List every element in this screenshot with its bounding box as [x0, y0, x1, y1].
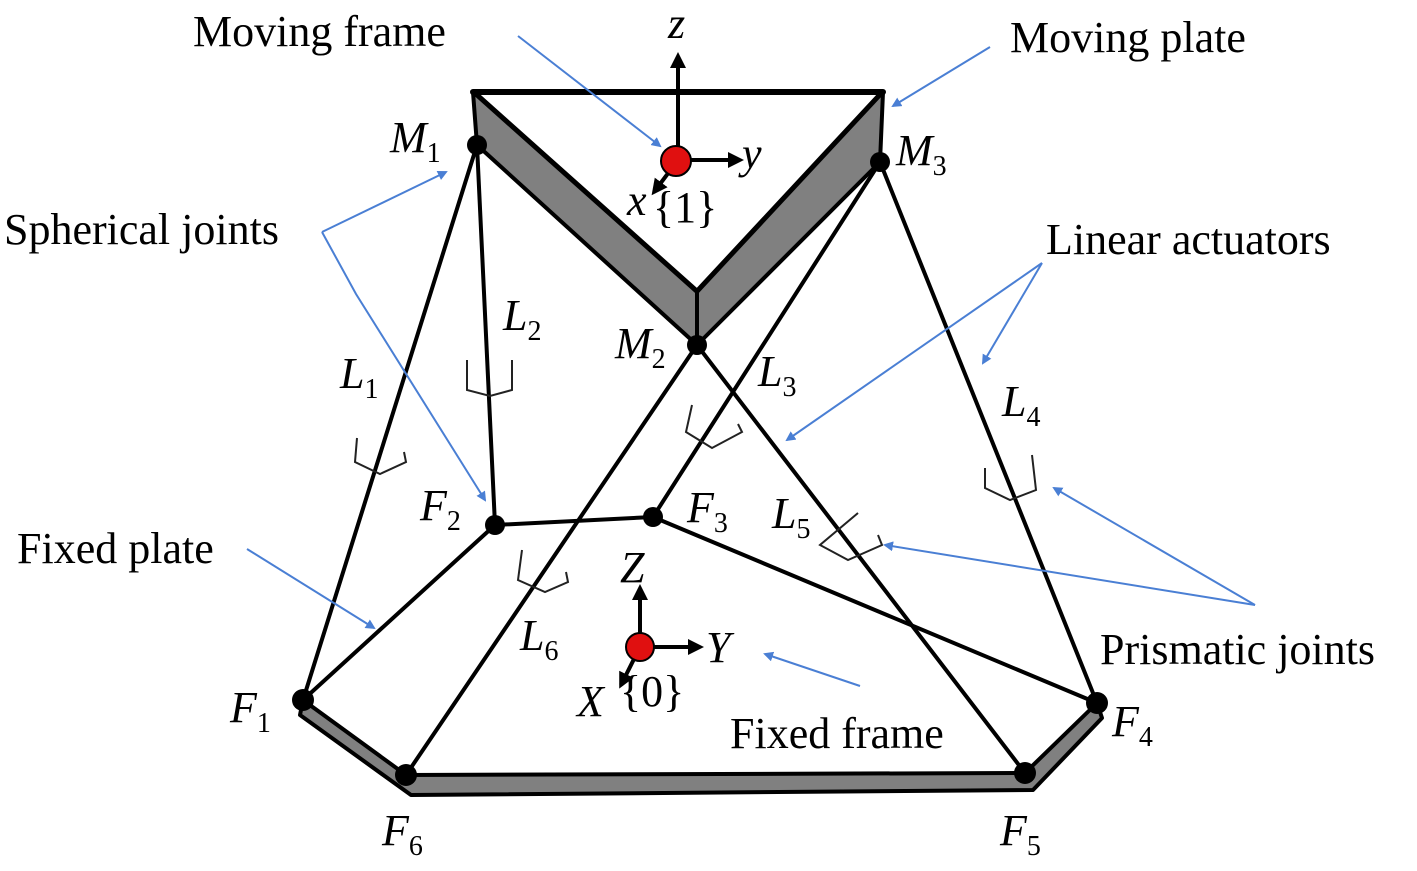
- base-edge-f2-f3: [493, 515, 655, 527]
- label-f2: F2: [419, 481, 461, 537]
- leg-l6: [404, 343, 699, 777]
- arrow-prismatic-l5: [883, 541, 1256, 606]
- arrow-prismatic-l4: [1052, 486, 1256, 606]
- base-edge-f3-f4: [651, 515, 1099, 705]
- leg-l5: [695, 343, 1027, 775]
- joint-f5: [1014, 762, 1036, 784]
- label-f6: F6: [381, 806, 423, 862]
- label-moving-frame: Moving frame: [193, 7, 446, 56]
- arrow-fixed-plate: [246, 548, 376, 630]
- label-m3: M3: [895, 126, 947, 182]
- fixed-axis-y-label: Y: [706, 623, 735, 672]
- label-l6: L6: [519, 611, 558, 667]
- prismatic-mark-l2: [466, 360, 513, 398]
- label-l1: L1: [339, 349, 378, 405]
- fixed-axis-x-label: X: [575, 677, 606, 726]
- arrow-linear-l4: [981, 262, 1043, 365]
- prismatic-mark-l4: [984, 454, 1038, 502]
- label-l4: L4: [1001, 377, 1040, 433]
- label-moving-plate: Moving plate: [1010, 13, 1246, 62]
- label-f4: F4: [1111, 697, 1153, 753]
- arrow-moving-frame: [517, 35, 662, 148]
- base-edge-f1-f2: [301, 523, 497, 702]
- arrow-spherical-m1: [321, 170, 448, 233]
- prismatic-mark-l6: [516, 549, 570, 594]
- leg-l4: [878, 160, 1099, 705]
- label-m1: M1: [389, 113, 441, 169]
- leg-l1: [301, 143, 479, 702]
- label-l3: L3: [757, 347, 796, 403]
- arrow-moving-plate: [891, 46, 991, 108]
- joint-m1: [467, 135, 487, 155]
- label-f1: F1: [229, 683, 271, 739]
- arrow-spherical-f2: [321, 231, 487, 502]
- label-l2: L2: [502, 291, 541, 347]
- moving-frame-axes: [651, 52, 744, 196]
- fixed-frame-origin: [625, 632, 655, 662]
- label-fixed-plate: Fixed plate: [17, 524, 214, 573]
- moving-axis-x-label: x: [626, 176, 647, 225]
- joint-f4: [1086, 692, 1108, 714]
- joint-m3: [870, 152, 890, 172]
- fixed-plate: [298, 698, 1104, 797]
- prismatic-mark-l3: [684, 404, 744, 450]
- prismatic-mark-l5: [818, 512, 884, 562]
- fixed-axis-z-label: Z: [620, 543, 645, 592]
- joint-f3: [643, 507, 663, 527]
- prismatic-joint-marks: [353, 360, 1038, 594]
- label-prismatic-joints: Prismatic joints: [1100, 625, 1375, 674]
- leg-l2: [475, 143, 497, 527]
- legs: [301, 143, 1099, 777]
- joint-points: [292, 135, 1108, 786]
- label-l5: L5: [771, 489, 810, 545]
- moving-axis-z-label: z: [667, 0, 685, 48]
- label-linear-actuators: Linear actuators: [1046, 215, 1331, 264]
- joint-f2: [485, 515, 505, 535]
- fixed-frame-axes: [619, 584, 704, 689]
- arrow-fixed-frame: [763, 651, 861, 687]
- arrow-linear-l3: [785, 262, 1043, 442]
- joint-f6: [395, 764, 417, 786]
- fixed-frame-id: {0}: [620, 667, 684, 716]
- annotation-arrows: [246, 35, 1256, 687]
- label-m2: M2: [614, 319, 666, 375]
- label-f5: F5: [999, 806, 1041, 862]
- label-spherical-joints: Spherical joints: [4, 205, 279, 254]
- label-fixed-frame: Fixed frame: [730, 709, 944, 758]
- moving-axis-y-label: y: [738, 129, 762, 178]
- joint-f1: [292, 689, 314, 711]
- prismatic-mark-l1: [353, 437, 408, 476]
- moving-frame-id: {1}: [653, 183, 717, 232]
- label-f3: F3: [686, 483, 728, 539]
- joint-m2: [687, 335, 707, 355]
- moving-frame-origin: [660, 145, 692, 177]
- leg-l3: [651, 160, 882, 519]
